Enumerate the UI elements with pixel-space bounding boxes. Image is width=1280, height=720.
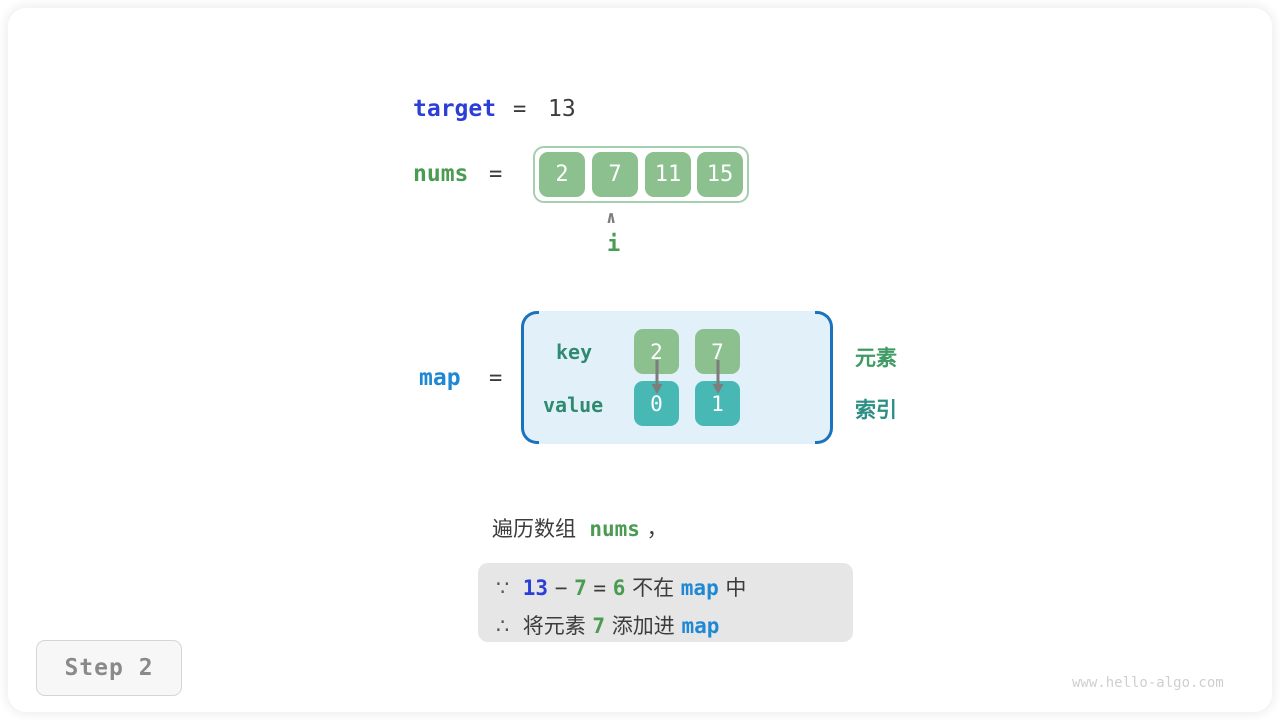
note-end-text: 中 bbox=[725, 576, 747, 600]
map-side-label-index: 索引 bbox=[855, 398, 897, 422]
target-equals-sign: = bbox=[513, 97, 527, 122]
note-line2-middle: 添加进 bbox=[611, 614, 675, 638]
note-equals: = bbox=[593, 576, 607, 600]
note-line-2: ∴ 将元素 7 添加进 map bbox=[496, 610, 719, 640]
note-operand-a: 13 bbox=[522, 576, 549, 600]
note-line-1: ∵ 13 − 7 = 6 不在 map 中 bbox=[496, 572, 746, 602]
map-row-label-value: value bbox=[543, 393, 604, 417]
nums-cell-3: 15 bbox=[697, 152, 743, 197]
map-variable-label: map bbox=[419, 365, 461, 391]
note-operator-minus: − bbox=[554, 576, 568, 600]
map-arrow-icon-0 bbox=[651, 360, 663, 394]
nums-variable-label: nums bbox=[413, 161, 469, 187]
note-token-map: map bbox=[680, 576, 719, 600]
note-result: 6 bbox=[612, 576, 626, 600]
nums-cell-0: 2 bbox=[539, 152, 585, 197]
note-therefore-symbol: ∴ bbox=[496, 614, 510, 638]
map-equals-sign: = bbox=[489, 366, 503, 391]
caption-text: 遍历数组 nums ， bbox=[492, 513, 668, 543]
note-line2-token-map: map bbox=[681, 614, 720, 638]
step-badge: Step 2 bbox=[36, 640, 182, 696]
note-operand-b: 7 bbox=[574, 576, 587, 600]
map-brace-right-icon bbox=[815, 311, 833, 444]
note-because-symbol: ∵ bbox=[496, 576, 510, 600]
note-line2-prefix: 将元素 bbox=[522, 614, 586, 638]
pointer-label-i: i bbox=[607, 232, 621, 257]
map-brace-left-icon bbox=[521, 311, 539, 444]
map-row-label-key: key bbox=[556, 340, 593, 364]
watermark: www.hello-algo.com bbox=[1072, 675, 1224, 691]
map-arrow-icon-1 bbox=[712, 360, 724, 394]
caption-token-nums: nums bbox=[589, 517, 640, 541]
map-side-label-element: 元素 bbox=[855, 346, 897, 370]
nums-equals-sign: = bbox=[489, 162, 503, 187]
note-line2-number: 7 bbox=[592, 614, 606, 638]
pointer-caret-icon: ∧ bbox=[606, 208, 617, 228]
nums-array-frame bbox=[533, 146, 749, 203]
caption-suffix: ， bbox=[646, 517, 668, 541]
caption-prefix: 遍历数组 bbox=[492, 517, 576, 541]
nums-cell-1: 7 bbox=[592, 152, 638, 197]
target-value: 13 bbox=[548, 96, 576, 122]
note-middle-text: 不在 bbox=[632, 576, 675, 600]
nums-cell-2: 11 bbox=[645, 152, 691, 197]
target-variable-label: target bbox=[413, 96, 497, 122]
note-box bbox=[478, 563, 853, 642]
map-container bbox=[521, 311, 833, 444]
